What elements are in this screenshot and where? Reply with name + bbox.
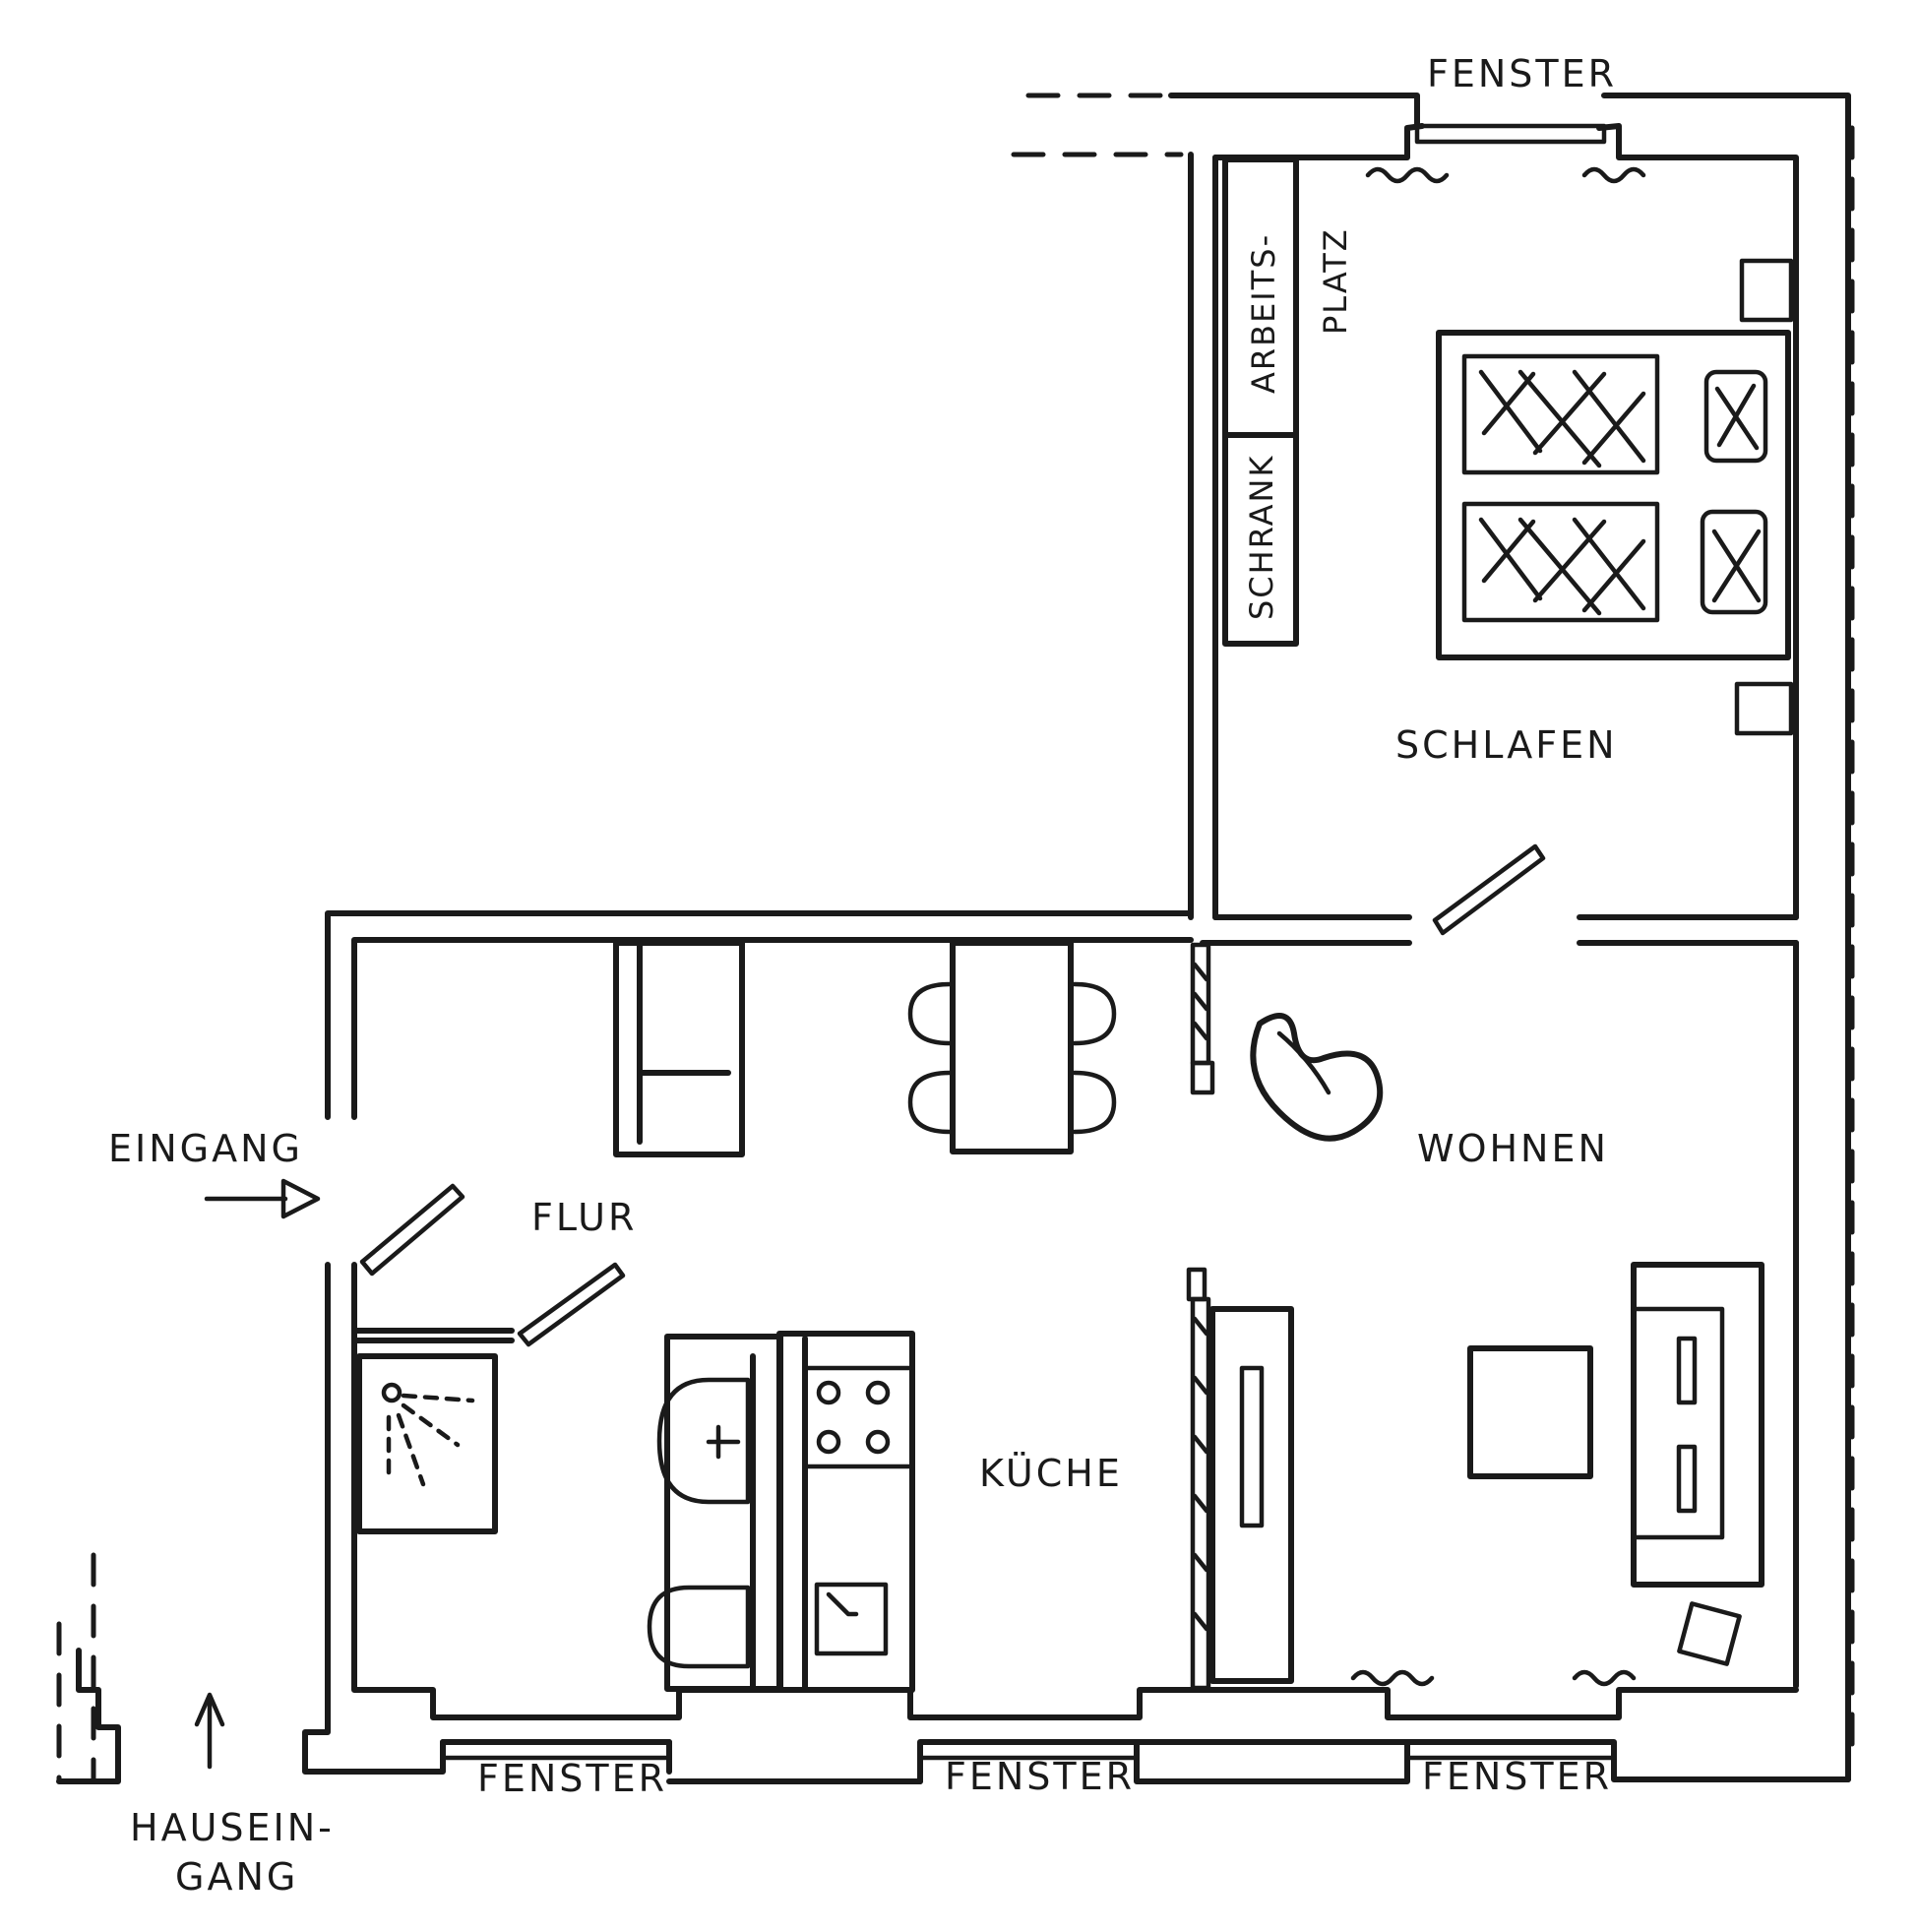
bedroom-furniture	[1222, 156, 1794, 736]
label-fenster-bath: FENSTER	[477, 1757, 667, 1800]
label-fenster-kitchen: FENSTER	[945, 1755, 1135, 1798]
entrance-door	[359, 1183, 465, 1277]
label-eingang: EINGANG	[108, 1127, 303, 1170]
burner-4	[865, 1429, 891, 1455]
room-label-kueche: KÜCHE	[979, 1452, 1123, 1495]
toilet	[647, 1585, 751, 1669]
room-label-wohnen: WOHNEN	[1417, 1127, 1609, 1170]
labels: FENSTER FENSTER FENSTER FENSTER SCHLAFEN…	[108, 52, 1618, 1899]
bedroom-door	[1432, 843, 1546, 936]
shower-head	[381, 1382, 402, 1403]
kitchen	[776, 1331, 915, 1693]
kitchen-sink	[814, 1582, 889, 1656]
sofa-seat	[1631, 1306, 1725, 1540]
window-kitchen	[917, 1739, 1140, 1761]
sideboard	[1209, 1306, 1294, 1684]
house-entrance-marker	[56, 1648, 225, 1784]
sliding-panel-stop-lower	[1186, 1267, 1207, 1302]
bathroom	[356, 1334, 783, 1692]
nightstand-pillow-top	[1703, 369, 1768, 464]
bath-counter	[664, 1334, 783, 1692]
kitchen-counter	[776, 1331, 915, 1693]
label-fenster-top: FENSTER	[1427, 52, 1617, 95]
sliding-panel-stop	[1190, 1060, 1215, 1095]
coffee-table	[1467, 1345, 1593, 1479]
up-arrow-icon	[194, 1692, 225, 1727]
label-hauseingang-2: GANG	[175, 1855, 298, 1899]
wardrobe-hall	[613, 940, 745, 1157]
sideboard-handle	[1239, 1365, 1265, 1528]
chair-left-top	[907, 981, 953, 1046]
chair-right-top	[1072, 981, 1117, 1046]
walls	[302, 93, 1851, 1784]
room-label-schlafen: SCHLAFEN	[1395, 723, 1618, 767]
nightstand-top	[1739, 258, 1794, 323]
label-arbeitsplatz-1: ARBEITS-	[1245, 233, 1282, 394]
window-living	[1404, 1739, 1617, 1761]
label-schrank: SCHRANK	[1243, 455, 1280, 620]
armchair	[1250, 1013, 1384, 1142]
entrance-arrow	[204, 1178, 321, 1219]
schrank-wardrobe	[1222, 432, 1299, 647]
doors	[359, 843, 1546, 1691]
sofa-cushion-1	[1676, 1336, 1698, 1405]
nightstand-pillow-bottom	[1700, 509, 1768, 615]
room-label-flur: FLUR	[531, 1196, 637, 1239]
label-hauseingang-1: HAUSEIN-	[130, 1806, 335, 1849]
top-window	[1414, 123, 1607, 145]
windows	[440, 123, 1646, 1761]
sliding-panel-lower	[1190, 1296, 1211, 1691]
pillow-left-top	[1461, 353, 1660, 475]
washbasin	[656, 1377, 751, 1505]
dining-table	[950, 940, 1074, 1154]
shower	[356, 1353, 498, 1534]
plant-pot	[1677, 1601, 1742, 1666]
burner-1	[816, 1380, 841, 1405]
living-furniture	[1209, 1013, 1764, 1684]
sofa-cushion-2	[1676, 1444, 1698, 1514]
chair-left-bottom	[907, 1070, 953, 1135]
burner-3	[816, 1429, 841, 1455]
nightstand-bottom	[1734, 681, 1794, 736]
label-fenster-living: FENSTER	[1422, 1755, 1612, 1798]
label-arbeitsplatz-2: PLATZ	[1317, 227, 1354, 335]
faucet	[706, 1424, 741, 1460]
window-bath	[440, 1739, 672, 1761]
hall-furniture	[613, 940, 1117, 1157]
chair-right-bottom	[1072, 1070, 1117, 1135]
double-bed	[1436, 330, 1791, 660]
burner-2	[865, 1380, 891, 1405]
pillow-left-bottom	[1461, 501, 1660, 623]
bathroom-door	[517, 1262, 626, 1347]
